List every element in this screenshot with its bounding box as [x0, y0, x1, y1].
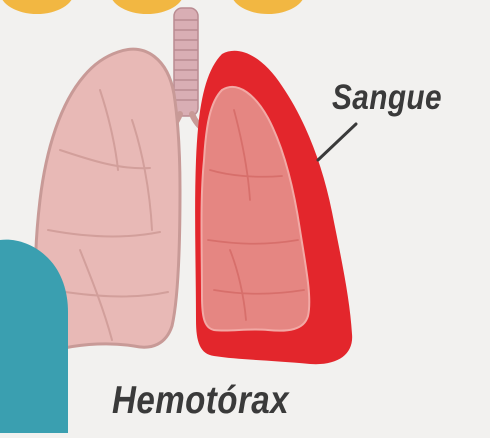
top-circle-left — [0, 0, 74, 14]
annotation-label: Sangue — [332, 78, 442, 118]
top-circle-right — [231, 0, 305, 14]
top-circle-middle — [110, 0, 184, 14]
top-decorative-circles — [0, 0, 305, 14]
diagram-title: Hemotórax — [112, 379, 289, 423]
annotation-pointer — [318, 124, 356, 160]
